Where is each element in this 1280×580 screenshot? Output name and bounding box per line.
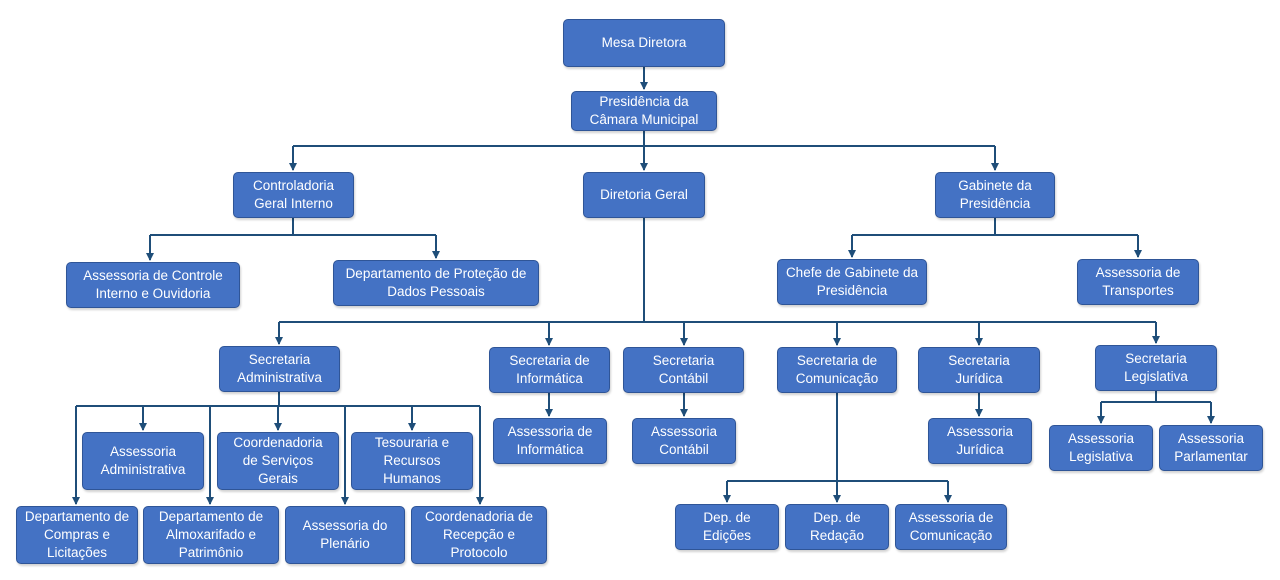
node-departamento-protecao: Departamento de Proteção de Dados Pessoa… bbox=[333, 260, 539, 306]
node-controladoria: Controladoria Geral Interno bbox=[233, 172, 354, 218]
node-assessoria-parlamentar: Assessoria Parlamentar bbox=[1159, 425, 1263, 471]
node-assessoria-legislativa: Assessoria Legislativa bbox=[1049, 425, 1153, 471]
node-diretoria-geral: Diretoria Geral bbox=[583, 172, 705, 218]
node-tesouraria: Tesouraria e Recursos Humanos bbox=[351, 432, 473, 490]
node-assessoria-controle: Assessoria de Controle Interno e Ouvidor… bbox=[66, 262, 240, 308]
node-mesa-diretora: Mesa Diretora bbox=[563, 19, 725, 67]
node-assessoria-informatica: Assessoria de Informática bbox=[493, 418, 607, 464]
node-secretaria-administrativa: Secretaria Administrativa bbox=[219, 346, 340, 392]
node-chefe-gabinete: Chefe de Gabinete da Presidência bbox=[777, 259, 927, 305]
node-assessoria-administrativa: Assessoria Administrativa bbox=[82, 432, 204, 490]
node-assessoria-comunicacao: Assessoria de Comunicação bbox=[895, 504, 1007, 550]
node-assessoria-plenario: Assessoria do Plenário bbox=[285, 506, 405, 564]
node-assessoria-transportes: Assessoria de Transportes bbox=[1077, 259, 1199, 305]
node-coordenadoria-recepcao: Coordenadoria de Recepção e Protocolo bbox=[411, 506, 547, 564]
node-secretaria-juridica: Secretaria Jurídica bbox=[918, 347, 1040, 393]
node-departamento-almoxarifado: Departamento de Almoxarifado e Patrimôni… bbox=[143, 506, 279, 564]
node-secretaria-legislativa: Secretaria Legislativa bbox=[1095, 345, 1217, 391]
node-secretaria-comunicacao: Secretaria de Comunicação bbox=[777, 347, 897, 393]
node-gabinete: Gabinete da Presidência bbox=[935, 172, 1055, 218]
node-secretaria-contabil: Secretaria Contábil bbox=[623, 347, 744, 393]
node-coordenadoria-servicos: Coordenadoria de Serviços Gerais bbox=[217, 432, 339, 490]
node-assessoria-contabil: Assessoria Contábil bbox=[632, 418, 736, 464]
node-departamento-compras: Departamento de Compras e Licitações bbox=[16, 506, 138, 564]
node-dep-redacao: Dep. de Redação bbox=[785, 504, 889, 550]
node-secretaria-informatica: Secretaria de Informática bbox=[489, 347, 610, 393]
node-assessoria-juridica: Assessoria Jurídica bbox=[928, 418, 1032, 464]
node-dep-edicoes: Dep. de Edições bbox=[675, 504, 779, 550]
node-presidencia: Presidência da Câmara Municipal bbox=[571, 91, 717, 131]
